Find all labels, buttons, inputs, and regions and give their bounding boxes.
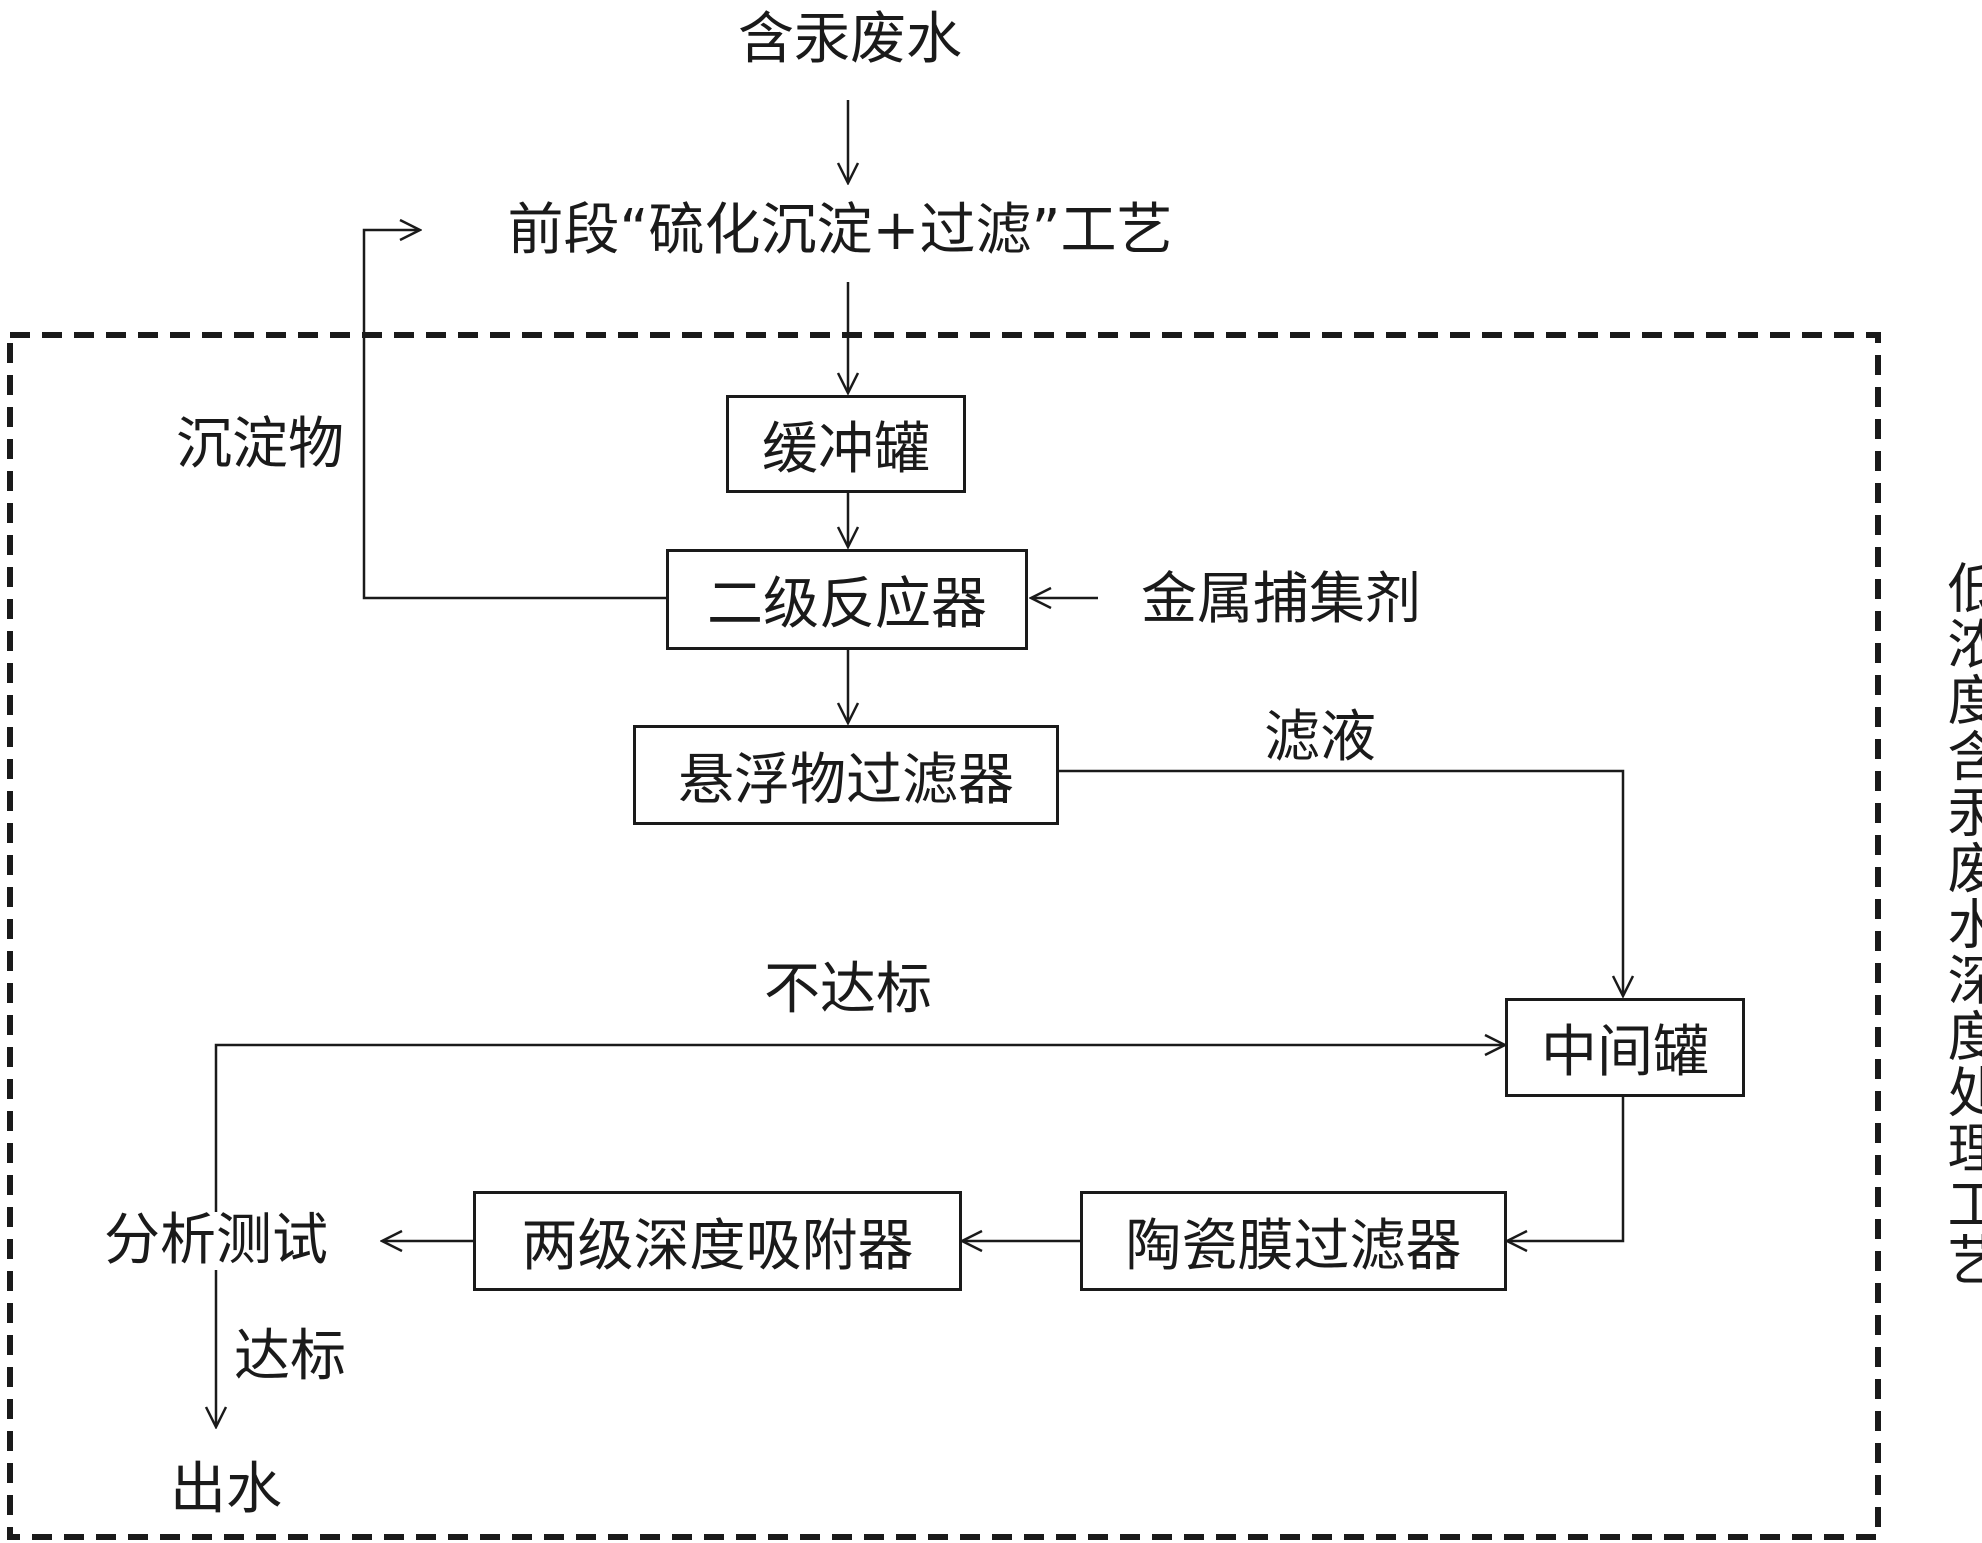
deep-treatment-region-border <box>7 332 1881 1540</box>
not-qualified-label: 不达标 <box>764 957 932 1022</box>
input-label: 含汞废水 <box>738 7 962 72</box>
ceramic-membrane-filter-box: 陶瓷膜过滤器 <box>1080 1191 1507 1291</box>
metal-collector-label: 金属捕集剂 <box>1141 567 1421 632</box>
analysis-test-label: 分析测试 <box>104 1208 328 1273</box>
qualified-label: 达标 <box>234 1324 346 1389</box>
secondary-reactor-box: 二级反应器 <box>666 549 1028 650</box>
filtrate-label: 滤液 <box>1264 705 1376 770</box>
arrow-sediment-return <box>362 230 666 600</box>
buffer-tank-box: 缓冲罐 <box>726 395 966 493</box>
two-stage-adsorber-box: 两级深度吸附器 <box>473 1191 962 1291</box>
sediment-label: 沉淀物 <box>176 412 344 477</box>
arrow-filtrate <box>1059 769 1623 996</box>
suspended-solids-filter-box: 悬浮物过滤器 <box>633 725 1059 825</box>
preprocess-label: 前段“硫化沉淀+过滤”工艺 <box>507 198 1173 263</box>
region-title: 低浓度含汞废水深度处理工艺 <box>1938 560 1982 1288</box>
intermediate-tank-box: 中间罐 <box>1505 998 1745 1097</box>
effluent-label: 出水 <box>170 1457 282 1522</box>
arrow-not-qualified-return <box>214 1045 1505 1212</box>
arrow-to-ceramic <box>1507 1097 1625 1241</box>
